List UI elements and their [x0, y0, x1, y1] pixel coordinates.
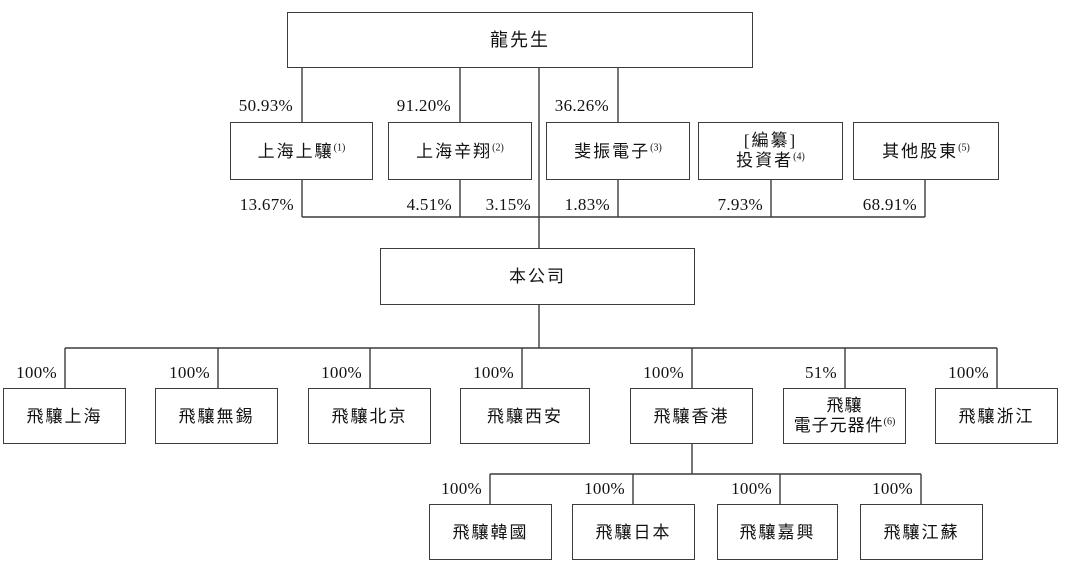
pct-root-in-shangxiang: 50.93% — [238, 96, 293, 115]
node-feixiang-xian: 飛驤西安 — [460, 388, 590, 444]
pct-xinxiang-in-company: 4.51% — [406, 195, 452, 214]
node-label: 飛驤韓國 — [452, 522, 529, 542]
pct-feixiang-jiangsu: 100% — [872, 479, 913, 498]
node-label: 其他股東(5) — [882, 141, 970, 161]
node-shanghai-xinxiang: 上海辛翔(2) — [388, 122, 532, 180]
node-label: 飛驤北京 — [331, 406, 408, 426]
node-label: 飛驤江蘇 — [883, 522, 960, 542]
node-shanghai-shangxiang: 上海上驤(1) — [230, 122, 373, 180]
node-label: 飛驤香港 — [653, 406, 730, 426]
node-label: 斐振電子(3) — [574, 141, 662, 161]
footnote-marker: (2) — [492, 141, 504, 153]
footnote-marker: (1) — [333, 141, 346, 153]
pct-investors-in-company: 7.93% — [717, 195, 763, 214]
node-label: 飛驤無錫 — [178, 406, 255, 426]
node-feixiang-beijing: 飛驤北京 — [308, 388, 431, 444]
pct-feixiang-hongkong: 100% — [643, 363, 684, 382]
pct-feixiang-shanghai: 100% — [16, 363, 57, 382]
footnote-marker: (3) — [650, 141, 662, 153]
node-mr-long: 龍先生 — [287, 12, 753, 68]
node-label: 飛驤日本 — [595, 522, 672, 542]
pct-others-in-company: 68.91% — [862, 195, 917, 214]
node-feixiang-wuxi: 飛驤無錫 — [155, 388, 278, 444]
node-label: 飛驤浙江 — [958, 406, 1035, 426]
pct-shangxiang-in-company: 13.67% — [239, 195, 294, 214]
node-feixiang-components: 飛驤 電子元器件(6) — [783, 388, 906, 444]
node-feixiang-jiangsu: 飛驤江蘇 — [860, 504, 983, 560]
pct-root-in-feizhen: 36.26% — [554, 96, 609, 115]
footnote-marker: (5) — [958, 141, 970, 153]
pct-feixiang-xian: 100% — [473, 363, 514, 382]
node-label: 飛驤上海 — [26, 406, 103, 426]
node-feixiang-korea: 飛驤韓國 — [429, 504, 552, 560]
pct-feixiang-beijing: 100% — [321, 363, 362, 382]
node-label: 飛驤西安 — [487, 406, 563, 426]
pct-feixiang-jiaxing: 100% — [731, 479, 772, 498]
pct-feixiang-zhejiang: 100% — [948, 363, 989, 382]
node-feixiang-japan: 飛驤日本 — [572, 504, 695, 560]
footnote-marker: (6) — [883, 416, 896, 428]
node-feixiang-zhejiang: 飛驤浙江 — [935, 388, 1058, 444]
node-redacted-investors: [編纂] 投資者(4) — [698, 122, 843, 180]
node-feixiang-shanghai: 飛驤上海 — [3, 388, 126, 444]
pct-feixiang-japan: 100% — [584, 479, 625, 498]
node-label: 上海上驤(1) — [257, 141, 346, 161]
pct-feixiang-components: 51% — [804, 363, 837, 382]
node-feixiang-jiaxing: 飛驤嘉興 — [717, 504, 838, 560]
pct-feixiang-korea: 100% — [441, 479, 482, 498]
node-label: 上海辛翔(2) — [416, 141, 504, 161]
pct-root-direct-in-company: 3.15% — [485, 195, 531, 214]
node-label: 本公司 — [509, 267, 566, 286]
pct-root-in-xinxiang: 91.20% — [396, 96, 451, 115]
node-the-company: 本公司 — [380, 248, 695, 305]
pct-feixiang-wuxi: 100% — [169, 363, 210, 382]
pct-feizhen-in-company: 1.83% — [564, 195, 610, 214]
node-other-shareholders: 其他股東(5) — [853, 122, 999, 180]
node-feizhen-electronics: 斐振電子(3) — [546, 122, 690, 180]
node-label: 飛驤嘉興 — [739, 522, 816, 542]
node-label: 龍先生 — [490, 29, 550, 50]
node-label: [編纂] 投資者(4) — [736, 131, 805, 170]
node-feixiang-hongkong: 飛驤香港 — [630, 388, 753, 444]
node-label: 飛驤 電子元器件(6) — [793, 396, 896, 435]
footnote-marker: (4) — [793, 151, 805, 163]
